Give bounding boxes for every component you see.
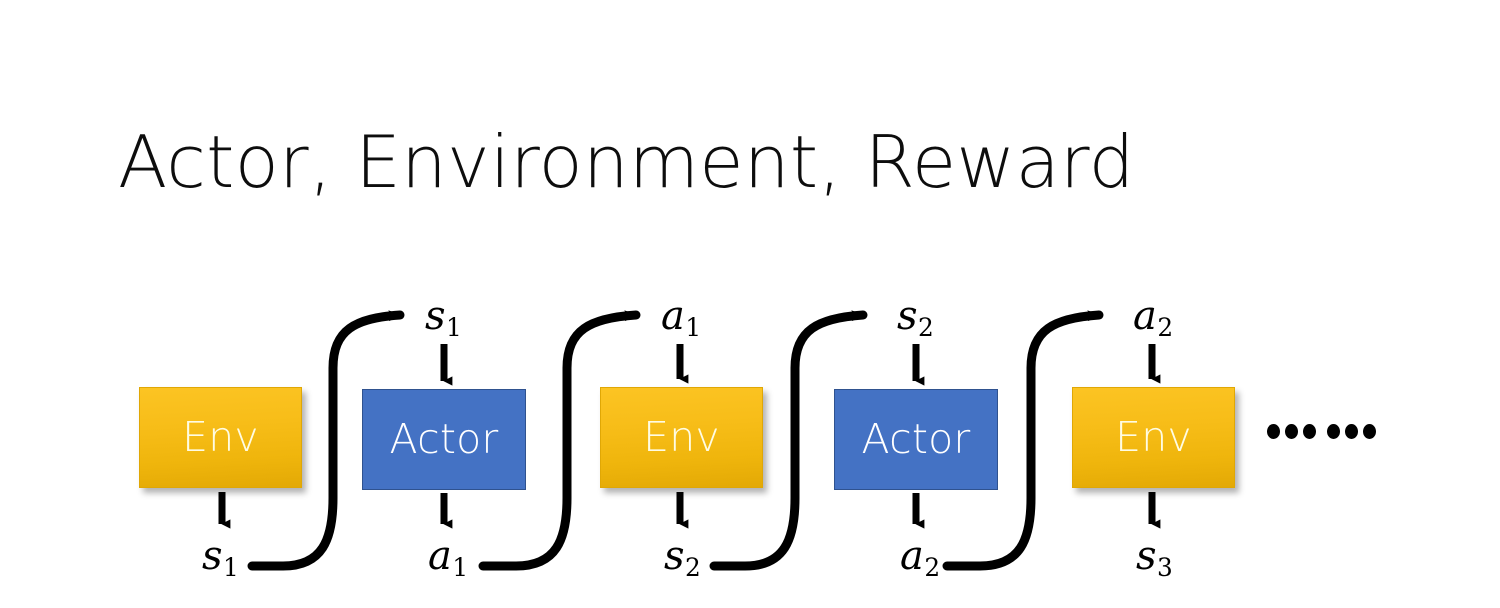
- label-base: a: [661, 293, 685, 339]
- label-base: s: [1136, 533, 1157, 579]
- ellipsis-dot: [1267, 424, 1280, 439]
- label-base: s: [425, 293, 446, 339]
- ellipsis-dot: [1285, 424, 1298, 439]
- label-subscript: 2: [1157, 313, 1174, 343]
- ellipsis-dot: [1327, 424, 1340, 439]
- label-top-a1: a1: [661, 296, 701, 341]
- node-label: Env: [1115, 413, 1192, 461]
- node-env-1[interactable]: Env: [139, 387, 302, 488]
- label-subscript: 2: [918, 313, 934, 343]
- node-label: Env: [182, 413, 259, 461]
- label-base: a: [900, 533, 924, 579]
- ellipsis-dot: [1303, 424, 1316, 439]
- label-subscript: 1: [685, 313, 702, 343]
- node-env-2[interactable]: Env: [600, 387, 763, 488]
- label-subscript: 1: [223, 553, 239, 583]
- node-label: Actor: [861, 415, 971, 463]
- down-arrows-out-of-boxes: [218, 492, 1152, 524]
- label-bottom-a1: a1: [428, 536, 468, 581]
- label-base: a: [1133, 293, 1157, 339]
- label-subscript: 2: [924, 553, 941, 583]
- label-bottom-s1: s1: [202, 536, 239, 581]
- label-top-s2: s2: [897, 296, 934, 341]
- label-subscript: 1: [452, 553, 469, 583]
- continuation-ellipsis: [1267, 424, 1376, 439]
- node-label: Actor: [389, 415, 499, 463]
- node-label: Env: [643, 413, 720, 461]
- label-base: s: [664, 533, 685, 579]
- node-actor-2[interactable]: Actor: [834, 389, 998, 490]
- node-actor-1[interactable]: Actor: [362, 389, 526, 490]
- label-base: s: [897, 293, 918, 339]
- label-bottom-s3: s3: [1136, 536, 1173, 581]
- page-title: Actor, Environment, Reward: [118, 120, 1135, 204]
- label-bottom-s2: s2: [664, 536, 701, 581]
- label-bottom-a2: a2: [900, 536, 940, 581]
- label-base: a: [428, 533, 452, 579]
- label-top-s1: s1: [425, 296, 462, 341]
- label-subscript: 1: [446, 313, 462, 343]
- label-subscript: 3: [1157, 553, 1173, 583]
- label-top-a2: a2: [1133, 296, 1173, 341]
- node-env-3[interactable]: Env: [1072, 387, 1235, 488]
- ellipsis-dot: [1363, 424, 1376, 439]
- ellipsis-dot: [1345, 424, 1358, 439]
- label-base: s: [202, 533, 223, 579]
- label-subscript: 2: [685, 553, 701, 583]
- down-arrows-into-boxes: [440, 344, 1152, 381]
